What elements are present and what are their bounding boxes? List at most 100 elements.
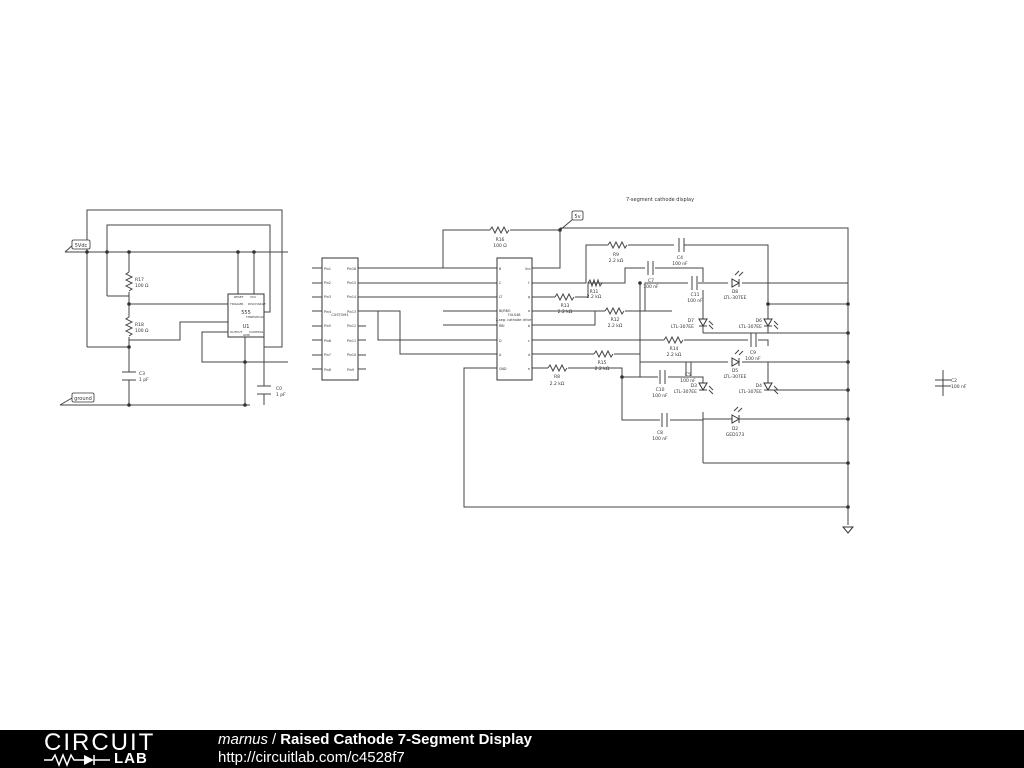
led-d8[interactable]: D8 LTL-307EE [724, 270, 747, 301]
component-ref: D7 [688, 318, 694, 324]
net-label-5v[interactable]: 5v [571, 210, 584, 221]
component-value: 2.2 kΩ [595, 366, 610, 372]
capacitor-c8[interactable]: C8 100 nF [652, 413, 668, 442]
junction-dot [127, 302, 131, 306]
decoder-pin: a [528, 309, 530, 313]
net-label-5vdc[interactable]: 5Vdc [64, 239, 91, 253]
custom1-ref: CUSTOM1 [331, 313, 348, 317]
component-value: 2.2 kΩ [608, 323, 623, 329]
component-ref: R12 [611, 317, 620, 323]
component-ref: C3 [139, 371, 145, 377]
led-d4[interactable]: D4 LTL-307EE [739, 382, 779, 395]
author-link[interactable]: marnus [218, 731, 269, 748]
resistor-r11[interactable]: R11 2.2 kΩ [587, 278, 603, 300]
custom1-pin: Pin10 [347, 353, 356, 357]
resistor-r9[interactable]: R9 2.2 kΩ [607, 240, 628, 264]
u1-555-timer[interactable]: 555 U1 RESET VCC TRIGGER DISCHARGE THRES… [227, 293, 266, 338]
net-label-text: 5Vdc [75, 243, 88, 249]
capacitor-c2[interactable]: C2 100 nF [935, 370, 967, 396]
resistor-r13[interactable]: R13 2.2 kΩ [554, 292, 575, 315]
resistor-r14[interactable]: R14 2.2 kΩ [663, 335, 684, 358]
component-value: 2.2 kΩ [587, 294, 602, 300]
circuit-title[interactable]: Raised Cathode 7-Segment Display [280, 731, 532, 748]
custom1-pin: Pin4 [324, 310, 331, 314]
capacitor-c3[interactable]: C3 1 pF [122, 371, 149, 383]
capacitor-c0[interactable]: C0 1 pF [257, 385, 286, 398]
component-value: 2.2 kΩ [558, 309, 573, 315]
junction-dot [236, 250, 240, 254]
junction-dot [846, 461, 850, 465]
capacitor-c9[interactable]: C9 100 nF [745, 333, 761, 362]
led-d6[interactable]: D6 LTL-307EE [739, 318, 779, 330]
logo-text-top: CIRCUIT [44, 729, 156, 756]
resistor-r15[interactable]: R15 2.2 kΩ [593, 349, 614, 372]
junction-dot [846, 302, 850, 306]
component-value: 2.2 kΩ [550, 381, 565, 387]
resistor-r12[interactable]: R12 2.2 kΩ [604, 306, 625, 329]
u1-pin: THRESHOLD [245, 315, 265, 319]
capacitor-c11[interactable]: C11 100 nF [687, 276, 703, 304]
custom1-pin: Pin6 [324, 339, 331, 343]
junction-dot [127, 403, 131, 407]
capacitor-c4[interactable]: C4 100 nF [672, 238, 688, 267]
wire [684, 244, 769, 282]
resistor-r16[interactable]: R16 100 Ω [489, 225, 510, 249]
custom1-chip[interactable]: CUSTOM1 Pin1 Pin2 Pin3 Pin4 Pin5 Pin6 Pi… [312, 257, 366, 381]
wire [588, 227, 849, 520]
net-label-ground[interactable]: ground [59, 392, 95, 406]
component-value: 2.2 kΩ [609, 258, 624, 264]
resistor-r18[interactable]: R18 100 Ω [124, 316, 149, 337]
component-value: LTL-307EE [739, 324, 762, 330]
component-value: LTL-307EE [674, 389, 697, 395]
title-separator: / [272, 731, 277, 748]
led-d3[interactable]: D3 LTL-307EE [674, 382, 714, 395]
component-value: 100 nF [951, 384, 967, 390]
decoder-pin: D [499, 339, 502, 343]
capacitor-c5[interactable]: C5 100 nF [680, 362, 696, 384]
capacitor-c10[interactable]: C10 100 nF [652, 370, 668, 399]
capacitor-c7[interactable]: C7 100 nF [643, 261, 659, 290]
custom1-pin: Pin2 [324, 281, 331, 285]
decoder-pin: d [528, 353, 530, 357]
wire [358, 310, 497, 341]
ground-symbol-icon [841, 526, 855, 534]
u1-pin: GND [243, 333, 251, 337]
wire [668, 376, 704, 383]
junction-dot [127, 250, 131, 254]
led-d5[interactable]: D5 LTL-307EE [724, 349, 747, 380]
u1-pin: OUTPUT [230, 330, 242, 334]
u1-pin: CONTROL [249, 330, 264, 334]
decoder-pin: e [528, 367, 530, 371]
custom1-pin: Pin13 [347, 310, 356, 314]
component-ref: R13 [561, 303, 570, 309]
component-value: 2.2 kΩ [667, 352, 682, 358]
component-value: LTL-307EE [724, 374, 747, 380]
junction-dot [846, 388, 850, 392]
resistor-r17[interactable]: R17 100 Ω [124, 271, 149, 292]
custom1-pin: Pin14 [347, 295, 356, 299]
decoder-pin: RBI [499, 324, 505, 328]
junction-dot [558, 228, 562, 232]
schematic-canvas: 5Vdc ground 5v 7-segment cathode display… [59, 197, 967, 534]
circuitlab-logo[interactable]: CIRCUIT LAB [44, 731, 174, 767]
circuit-url-link[interactable]: http://circuitlab.com/c4528f7 [218, 749, 405, 766]
component-value: 100 nF [643, 284, 659, 290]
resistor-r8[interactable]: R8 2.2 kΩ [547, 363, 568, 387]
junction-dot [846, 417, 850, 421]
component-ref: C5 [685, 372, 691, 378]
wire [655, 267, 704, 282]
decoder-pin: b [528, 324, 530, 328]
u1-pin: DISCHARGE [248, 302, 266, 306]
decoder-74ls48-chip[interactable]: 74LS48 7-seg. cathode driver B C LT BI/R… [495, 257, 533, 381]
component-value: 100 nF [652, 436, 668, 442]
circuit-title-line: marnus/Raised Cathode 7-Segment Display [218, 731, 532, 749]
custom1-pin: Pin7 [324, 353, 331, 357]
schematic-title: 7-segment cathode display [626, 197, 694, 203]
junction-dot [638, 281, 642, 285]
led-d2[interactable]: D2 GED173 [726, 406, 745, 438]
component-value: 100 Ω [135, 328, 149, 334]
component-ref: R14 [670, 346, 679, 352]
junction-dot [127, 345, 131, 349]
custom1-pin: Pin3 [324, 295, 331, 299]
led-d7[interactable]: D7 LTL-307EE [671, 318, 714, 330]
